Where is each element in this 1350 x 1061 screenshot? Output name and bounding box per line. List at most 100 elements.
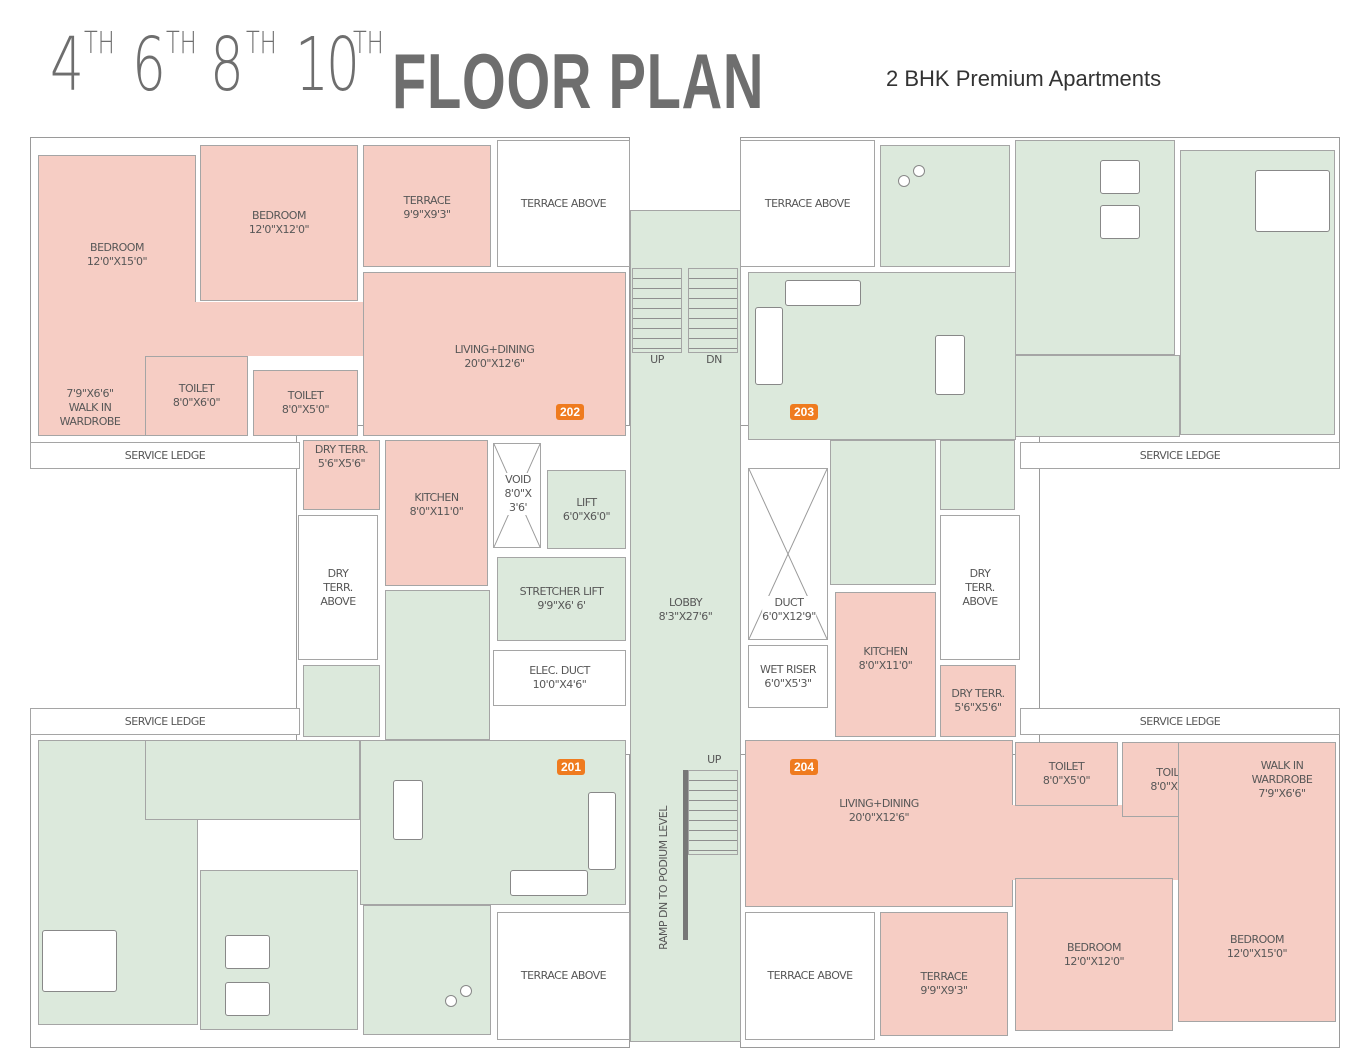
room-dry-terrace-above-203: DRY TERR. ABOVE (940, 515, 1020, 660)
room-living-dining-202: LIVING+DINING 20'0"X12'6" (363, 272, 626, 436)
room-passage-202 (195, 302, 365, 356)
room-name: TERRACE ABOVE (767, 969, 853, 982)
room-elec-duct: ELEC. DUCT 10'0"X4'6" (493, 650, 626, 706)
room-terrace-above-203: TERRACE ABOVE (740, 140, 875, 267)
room-size: 8'0"X11'0" (858, 659, 913, 672)
room-name: DRY TERR. ABOVE (320, 566, 356, 608)
room-name: DUCT (774, 596, 804, 609)
room-size: 6'0"X5'3" (764, 676, 812, 690)
room-name: TOILET (287, 389, 324, 402)
room-size: 12'0"X15'0" (86, 255, 148, 268)
room-stretcher-lift: STRETCHER LIFT 9'9"X6' 6' (497, 557, 626, 641)
room-size: 12'0"X12'0" (248, 223, 310, 236)
room-name: DRY TERR. ABOVE (962, 566, 998, 608)
room-kitchen-203 (830, 440, 936, 585)
room-bedroom-204: BEDROOM 12'0"X12'0" (1015, 878, 1173, 1031)
plant-icon (913, 165, 925, 177)
room-size: 7'9"X6'6" (1258, 787, 1306, 800)
floor-suffix: TH (166, 26, 197, 61)
room-terrace-above-201: TERRACE ABOVE (497, 912, 630, 1040)
room-name: TERRACE ABOVE (520, 969, 607, 982)
room-terrace-204: TERRACE 9'9"X9'3" (880, 912, 1008, 1036)
subtitle: 2 BHK Premium Apartments (886, 66, 1162, 91)
dining-table-icon (393, 780, 423, 840)
bed-icon (1100, 160, 1140, 194)
room-bedroom-202: BEDROOM 12'0"X12'0" (200, 145, 358, 301)
plant-icon (898, 175, 910, 187)
floor-number: 8 (210, 22, 244, 108)
room-size: 8'0"X11'0" (409, 505, 464, 518)
room-name: WALK IN WARDROBE (1251, 759, 1313, 786)
plant-icon (460, 985, 472, 997)
room-name: WET RISER (759, 662, 817, 676)
room-bedroom-201 (200, 870, 358, 1030)
room-terrace-above-204: TERRACE ABOVE (745, 912, 875, 1040)
floor-suffix: TH (246, 26, 277, 61)
room-size: 10'0"X4'6" (532, 678, 587, 691)
room-name: SERVICE LEDGE (1139, 448, 1221, 462)
floor-suffix: TH (353, 26, 384, 61)
sofa-icon (785, 280, 861, 306)
room-lift: LIFT 6'0"X6'0" (547, 470, 626, 549)
room-name: TOILET (1048, 760, 1085, 773)
ramp-up-label: UP (707, 753, 721, 766)
room-name: STRETCHER LIFT (519, 585, 604, 598)
service-ledge-202: SERVICE LEDGE (30, 442, 300, 469)
room-name: BEDROOM (1067, 940, 1121, 954)
bed-icon (225, 982, 270, 1016)
room-name: ELEC. DUCT (529, 664, 590, 677)
room-name: TERRACE (920, 970, 968, 983)
room-name: BEDROOM (252, 209, 306, 222)
room-name: LIVING+DINING (454, 343, 535, 356)
unit-badge-202: 202 (556, 404, 585, 420)
room-name: TERRACE ABOVE (764, 197, 851, 210)
room-name: VOID (505, 473, 531, 486)
service-ledge-203: SERVICE LEDGE (1020, 442, 1340, 469)
room-terrace-202: TERRACE 9'9"X9'3" (363, 145, 491, 267)
room-size: 20'0"X12'6" (848, 811, 910, 824)
room-kitchen-202: KITCHEN 8'0"X11'0" (385, 440, 488, 586)
floor-number: 10 (295, 22, 360, 108)
room-size: 12'0"X12'0" (1063, 954, 1125, 968)
bed-icon (225, 935, 270, 969)
room-bedroom-203 (1015, 140, 1175, 355)
ramp-rail (683, 770, 688, 940)
room-size: 9'9"X6' 6' (537, 599, 586, 612)
room-terrace-201 (363, 905, 491, 1035)
room-dry-terrace-above-202: DRY TERR. ABOVE (298, 515, 378, 660)
unit-badge-203: 203 (790, 404, 819, 420)
sofa-icon (510, 870, 588, 896)
room-name: TERRACE (403, 194, 451, 207)
room-terrace-above-202: TERRACE ABOVE (497, 140, 630, 267)
room-size: 9'9"X9'3" (920, 984, 968, 997)
bed-icon (1100, 205, 1140, 239)
sofa-icon (755, 307, 783, 385)
room-size: 8'0"X 3'6' (504, 487, 532, 514)
room-name: TOILET (178, 382, 215, 395)
room-toilet-202-b: TOILET 8'0"X5'0" (253, 370, 358, 436)
room-size: 9'9"X9'3" (403, 208, 451, 221)
ramp-label: RAMP DN TO PODIUM LEVEL (657, 806, 670, 950)
room-name: DRY TERR. (314, 443, 369, 456)
unit-badge-204: 204 (790, 759, 819, 775)
stair-up-label: UP (650, 353, 664, 366)
room-name: LIVING+DINING (839, 797, 919, 810)
room-name: KITCHEN (863, 645, 908, 658)
room-name: SERVICE LEDGE (1139, 714, 1221, 728)
room-bedroom-master-204: BEDROOM 12'0"X15'0" (1178, 742, 1336, 1022)
dining-table-icon (935, 335, 965, 395)
room-name: SERVICE LEDGE (124, 714, 206, 728)
room-kitchen-201 (385, 590, 490, 740)
bed-icon (42, 930, 117, 992)
sofa-icon (588, 792, 616, 870)
room-living-dining-204: LIVING+DINING 20'0"X12'6" (745, 740, 1013, 907)
room-name: SERVICE LEDGE (124, 448, 206, 462)
room-toilets-203 (1015, 355, 1180, 437)
room-size: 8'0"X5'0" (1042, 774, 1091, 787)
room-size: 8'3"X27'6" (658, 610, 713, 623)
